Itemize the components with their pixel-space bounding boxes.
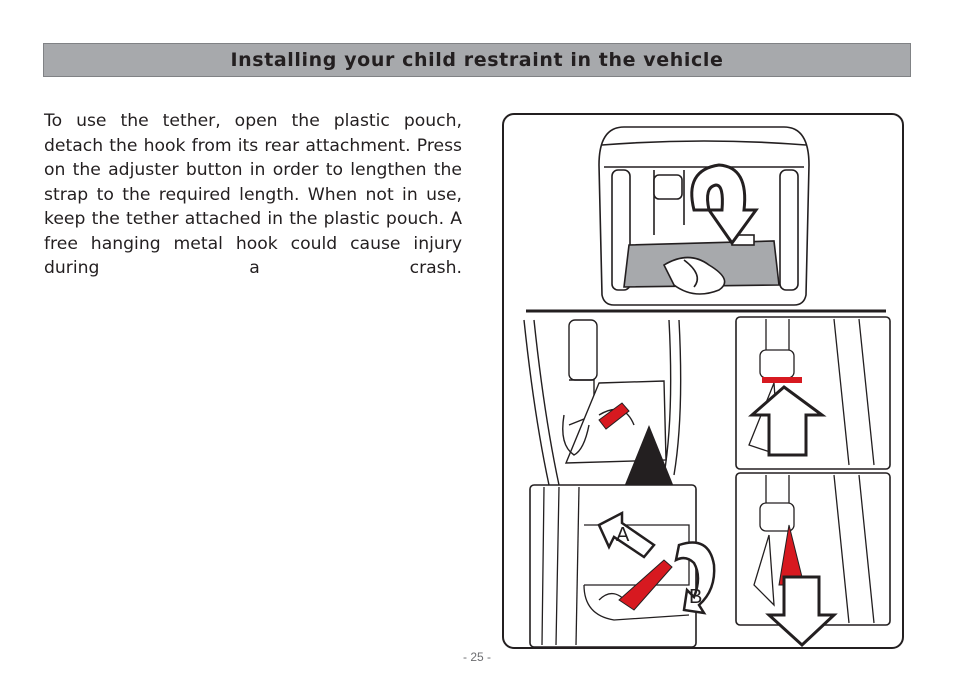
tether-illustration: A B [523, 126, 891, 648]
down-arrow-icon [765, 575, 838, 648]
hook-strap-red [598, 402, 630, 430]
page-number: - 25 - [462, 650, 491, 664]
curved-arrow-icon [674, 541, 716, 615]
tether-illustration-frame: A B [502, 113, 904, 649]
inset-panel-lengthen [735, 316, 891, 470]
section-title: Installing your child restraint in the v… [230, 49, 724, 71]
seat-back-view-illustration [523, 319, 682, 486]
rotate-arrow-icon [690, 163, 759, 246]
seat-top-view-illustration [598, 126, 810, 306]
label-b: B [689, 586, 702, 608]
label-a: A [616, 524, 630, 546]
section-header-bar: Installing your child restraint in the v… [43, 43, 911, 77]
inset-panel-adjuster: A B [529, 484, 716, 648]
instruction-paragraph: To use the tether, open the plastic pouc… [44, 111, 462, 278]
inset-panel-shorten [735, 472, 891, 648]
press-arrow-icon [597, 510, 656, 559]
up-arrow-icon [748, 385, 827, 457]
pointer-arrow-icon [624, 425, 674, 487]
